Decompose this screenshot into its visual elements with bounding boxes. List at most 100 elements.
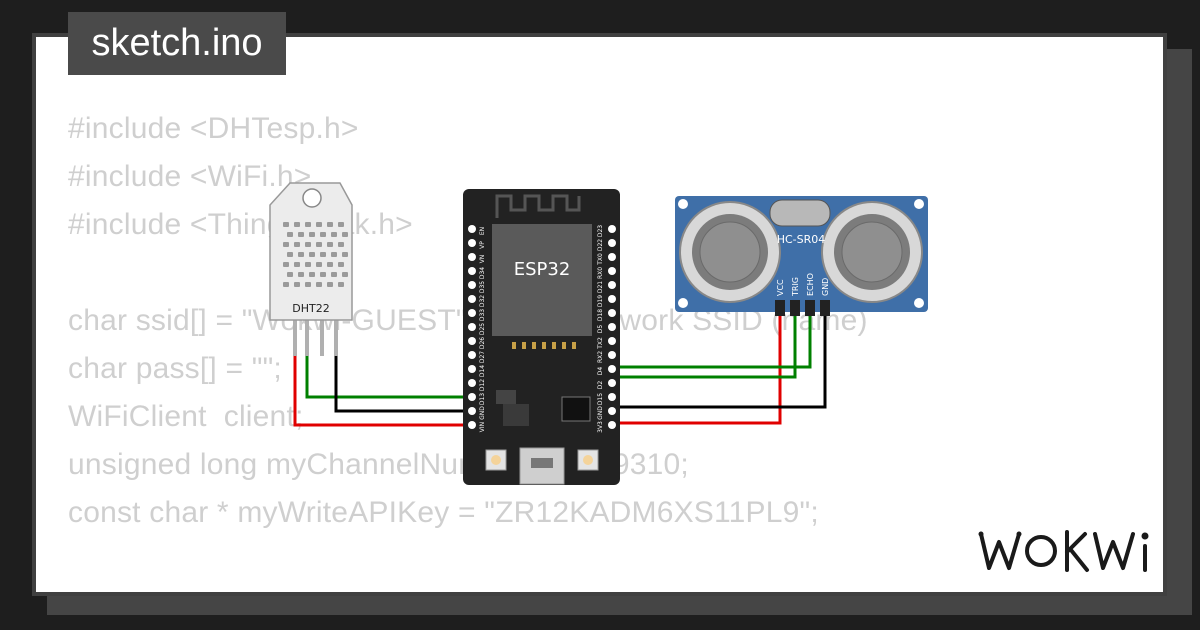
regulator-body [503,404,529,426]
esp32-pin-label: D15 [597,393,604,405]
esp32-pin-label: D26 [479,337,486,349]
vent-slot [327,222,333,227]
vent-slot [287,252,293,257]
vent-slot [305,222,311,227]
hc-sr04-sensor: HC-SR04 VCC TRIG ECHO GND [675,196,928,316]
esp32-pin-label: D4 [597,367,604,376]
esp32-pin-label: D23 [597,225,604,237]
esp32-pin [468,365,476,373]
vent-slot [327,282,333,287]
transducer-right [821,201,923,303]
vent-slot [294,282,300,287]
esp32-right-pin-labels: D23D22TX0RX0D21D19D18D5TX2RX2D4D2D15GND3… [597,225,604,433]
esp32-pin-label: TX0 [597,253,604,266]
wokwi-logo [978,530,1149,572]
esp32-pin-label: D21 [597,281,604,293]
vent-slot [309,272,315,277]
vent-slot [320,252,326,257]
esp32-pin-label: VN [479,255,486,264]
dht22-sensor: DHT22 [269,182,353,356]
esp32-module-pins [512,342,576,349]
code-line: char pass[] = ""; [68,352,282,385]
code-line: #include <DHTesp.h> [68,112,359,145]
vent-slot [305,282,311,287]
esp32-pin-label: D12 [479,379,486,391]
esp32-pin-label: GND [479,406,486,420]
transducer-left [679,201,781,303]
hc-sr04-pin-label: ECHO [806,273,815,296]
esp32-label: ESP32 [514,259,571,280]
esp32-pin-label: D25 [479,323,486,335]
esp32-pin [608,421,616,429]
esp32-pin [468,239,476,247]
vent-slot [294,222,300,227]
wire-dht-vcc [293,355,472,427]
esp32-pin [468,337,476,345]
esp32-pin-label: GND [597,406,604,420]
esp32-pin [468,379,476,387]
vent-slot [338,282,344,287]
voltage-regulator [496,390,516,404]
esp32-left-pin-labels: ENVPVND34D35D32D33D25D26D27D14D12D13GNDV… [479,227,486,432]
esp32-pin-label: D22 [597,239,604,251]
vent-slot [305,242,311,247]
dht22-vent-grid [283,222,348,287]
vent-slot [287,272,293,277]
vent-slot [338,242,344,247]
esp32-pin-label: D33 [479,309,486,321]
esp32-pin [608,267,616,275]
esp32-pin [608,393,616,401]
hc-sr04-header [775,300,830,316]
esp32-pin-label: D18 [597,309,604,321]
esp32-left-header [468,225,476,429]
vent-slot [327,242,333,247]
esp32-right-header [608,225,616,429]
hc-sr04-pin-label: VCC [776,279,785,296]
esp32-pin-label: D35 [479,281,486,293]
usb-uart-chip [561,396,591,422]
vent-slot [320,272,326,277]
esp32-pin [608,253,616,261]
esp32-pin [468,421,476,429]
wire-us-gnd [612,315,827,409]
hc-sr04-pin-label: TRIG [791,277,800,297]
vent-slot [342,252,348,257]
vent-slot [331,232,337,237]
code-line: const char * myWriteAPIKey = "ZR12KADM6X… [68,496,819,529]
esp32-pin-label: D34 [479,267,486,279]
hc-sr04-pin-label: GND [821,278,830,296]
esp32-pin [468,309,476,317]
wire-us-trig [612,315,797,379]
code-line: #include <WiFi.h> [68,160,312,193]
esp32-pin [468,253,476,261]
wire-dht-gnd [334,355,472,413]
vent-slot [331,252,337,257]
esp32-pin [468,393,476,401]
esp32-pin [468,323,476,331]
esp32-pin-label: D5 [597,325,604,334]
esp32-pin-label: D2 [597,381,604,390]
crystal-oscillator [769,199,831,227]
vent-slot [305,262,311,267]
esp32-pin-label: D27 [479,351,486,363]
esp32-pin [608,281,616,289]
esp32-pin-label: EN [479,227,486,235]
vent-slot [320,232,326,237]
esp32-pin-label: 3V3 [597,421,604,433]
vent-slot [338,222,344,227]
esp32-pin-label: TX2 [597,337,604,350]
esp32-pin [468,351,476,359]
hc-sr04-label: HC-SR04 [777,233,826,246]
wire-us-vcc [612,315,782,425]
esp32-pin [608,239,616,247]
vent-slot [287,232,293,237]
esp32-pin-label: D13 [479,393,486,405]
vent-slot [316,242,322,247]
esp32-pin [608,407,616,415]
esp32-pin-label: VP [479,241,486,249]
esp32-pin [608,379,616,387]
esp32-pin [608,351,616,359]
dht22-label: DHT22 [292,302,329,315]
vent-slot [316,222,322,227]
